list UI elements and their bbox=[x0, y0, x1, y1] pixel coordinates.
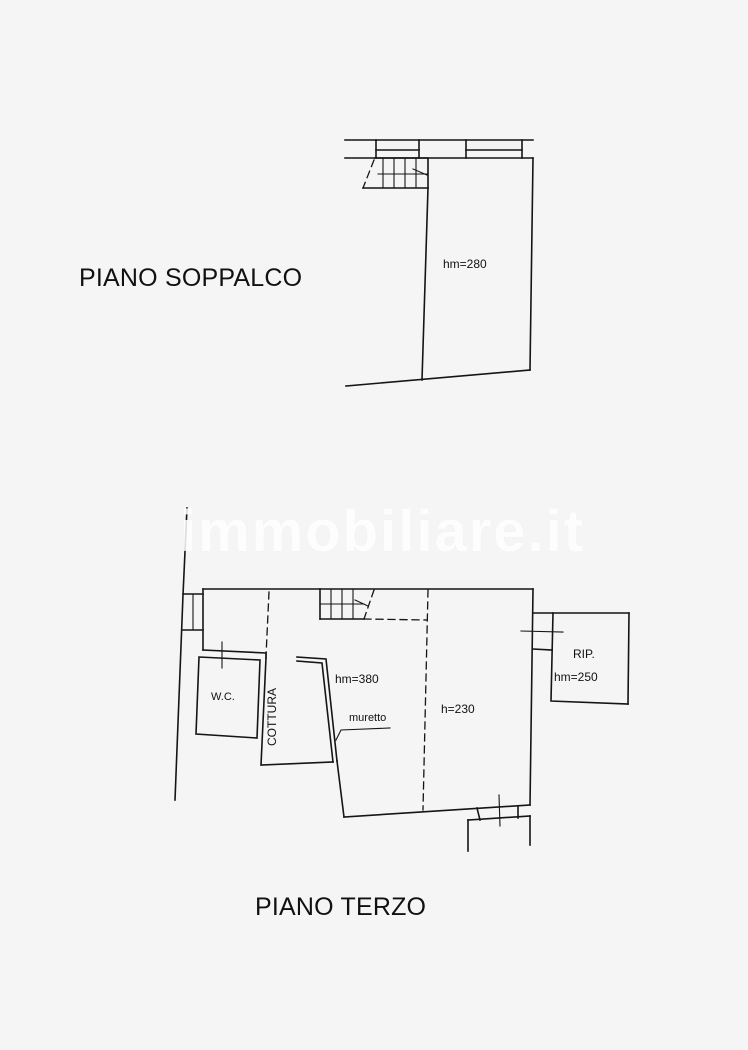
room-label-wc: W.C. bbox=[211, 691, 235, 703]
room-label-h230: h=230 bbox=[441, 702, 475, 716]
room-label-cottura: COTTURA bbox=[265, 688, 279, 746]
terzo-plan bbox=[174, 507, 630, 852]
room-label-hm380: hm=380 bbox=[335, 672, 379, 686]
soppalco-plan bbox=[344, 139, 534, 387]
plan-title-soppalco: PIANO SOPPALCO bbox=[79, 264, 303, 292]
room-label-rip: RIP. bbox=[573, 647, 595, 661]
room-label-muretto: muretto bbox=[349, 712, 387, 724]
plan-title-terzo: PIANO TERZO bbox=[255, 893, 427, 921]
room-label-hm250: hm=250 bbox=[554, 670, 598, 684]
room-label-soppalco-height: hm=280 bbox=[443, 257, 487, 271]
